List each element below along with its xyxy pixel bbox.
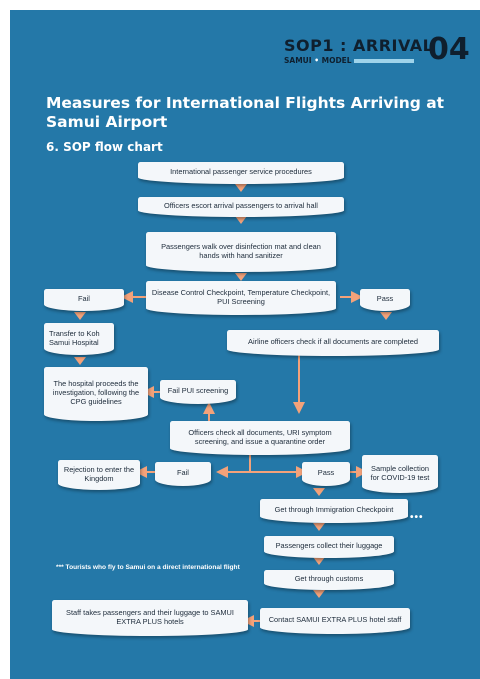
node-intl-service: International passenger service procedur…	[138, 162, 344, 184]
arrow-down-1	[235, 184, 247, 192]
note-marker: •••	[410, 512, 424, 523]
page-number: 04	[428, 32, 470, 67]
node-luggage: Passengers collect their luggage	[264, 536, 394, 558]
node-customs: Get through customs	[264, 570, 394, 590]
arrow-fail1-down	[74, 312, 86, 320]
arrow-luggage-down	[313, 557, 325, 565]
node-airline-check: Airline officers check if all documents …	[227, 330, 439, 356]
node-escort: Officers escort arrival passengers to ar…	[138, 197, 344, 217]
arrow-immigration-down	[313, 523, 325, 531]
node-pass-2: Pass	[302, 462, 350, 486]
arrow-down-3	[235, 273, 247, 281]
sop-subtitle: SAMUI • MODEL	[284, 56, 352, 65]
arrow-customs-down	[313, 590, 325, 598]
node-fail-pui: Fail PUI screening	[160, 380, 236, 404]
subtitle-samui: SAMUI	[284, 56, 312, 65]
arrow-pass2-down	[313, 488, 325, 496]
node-transfer: Transfer to Koh Samui Hospital	[44, 323, 114, 355]
flow-arrows	[74, 184, 392, 627]
sop-title: SOP1 : ARRIVAL	[284, 36, 434, 55]
node-rejection: Rejection to enter the Kingdom	[58, 460, 140, 490]
node-staff: Staff takes passengers and their luggage…	[52, 600, 248, 636]
section-title: 6. SOP flow chart	[46, 140, 163, 154]
header: SOP1 : ARRIVAL SAMUI • MODEL 04	[250, 32, 480, 94]
node-sample: Sample collection for COVID-19 test	[362, 455, 438, 493]
node-immigration: Get through Immigration Checkpoint	[260, 499, 408, 523]
node-contact: Contact SAMUI EXTRA PLUS hotel staff	[260, 608, 410, 634]
footnote: *** Tourists who fly to Samui on a direc…	[56, 564, 240, 571]
node-officers-check: Officers check all documents, URI sympto…	[170, 421, 350, 455]
subtitle-model: MODEL	[321, 56, 352, 65]
node-fail-2: Fail	[155, 462, 211, 486]
node-fail-1: Fail	[44, 289, 124, 311]
arrow-pass1-down	[380, 312, 392, 320]
node-disinfection: Passengers walk over disinfection mat an…	[146, 232, 336, 272]
page-title: Measures for International Flights Arriv…	[46, 94, 445, 131]
subtitle-dot: •	[314, 56, 319, 65]
node-hospital: The hospital proceeds the investigation,…	[44, 367, 148, 421]
background-panel: SOP1 : ARRIVAL SAMUI • MODEL 04 Measures…	[10, 10, 480, 679]
arrow-transfer-down	[74, 357, 86, 365]
header-accent-bar	[354, 59, 414, 63]
arrow-down-2	[235, 216, 247, 224]
node-disease-control: Disease Control Checkpoint, Temperature …	[146, 281, 336, 315]
node-pass-1: Pass	[360, 289, 410, 311]
